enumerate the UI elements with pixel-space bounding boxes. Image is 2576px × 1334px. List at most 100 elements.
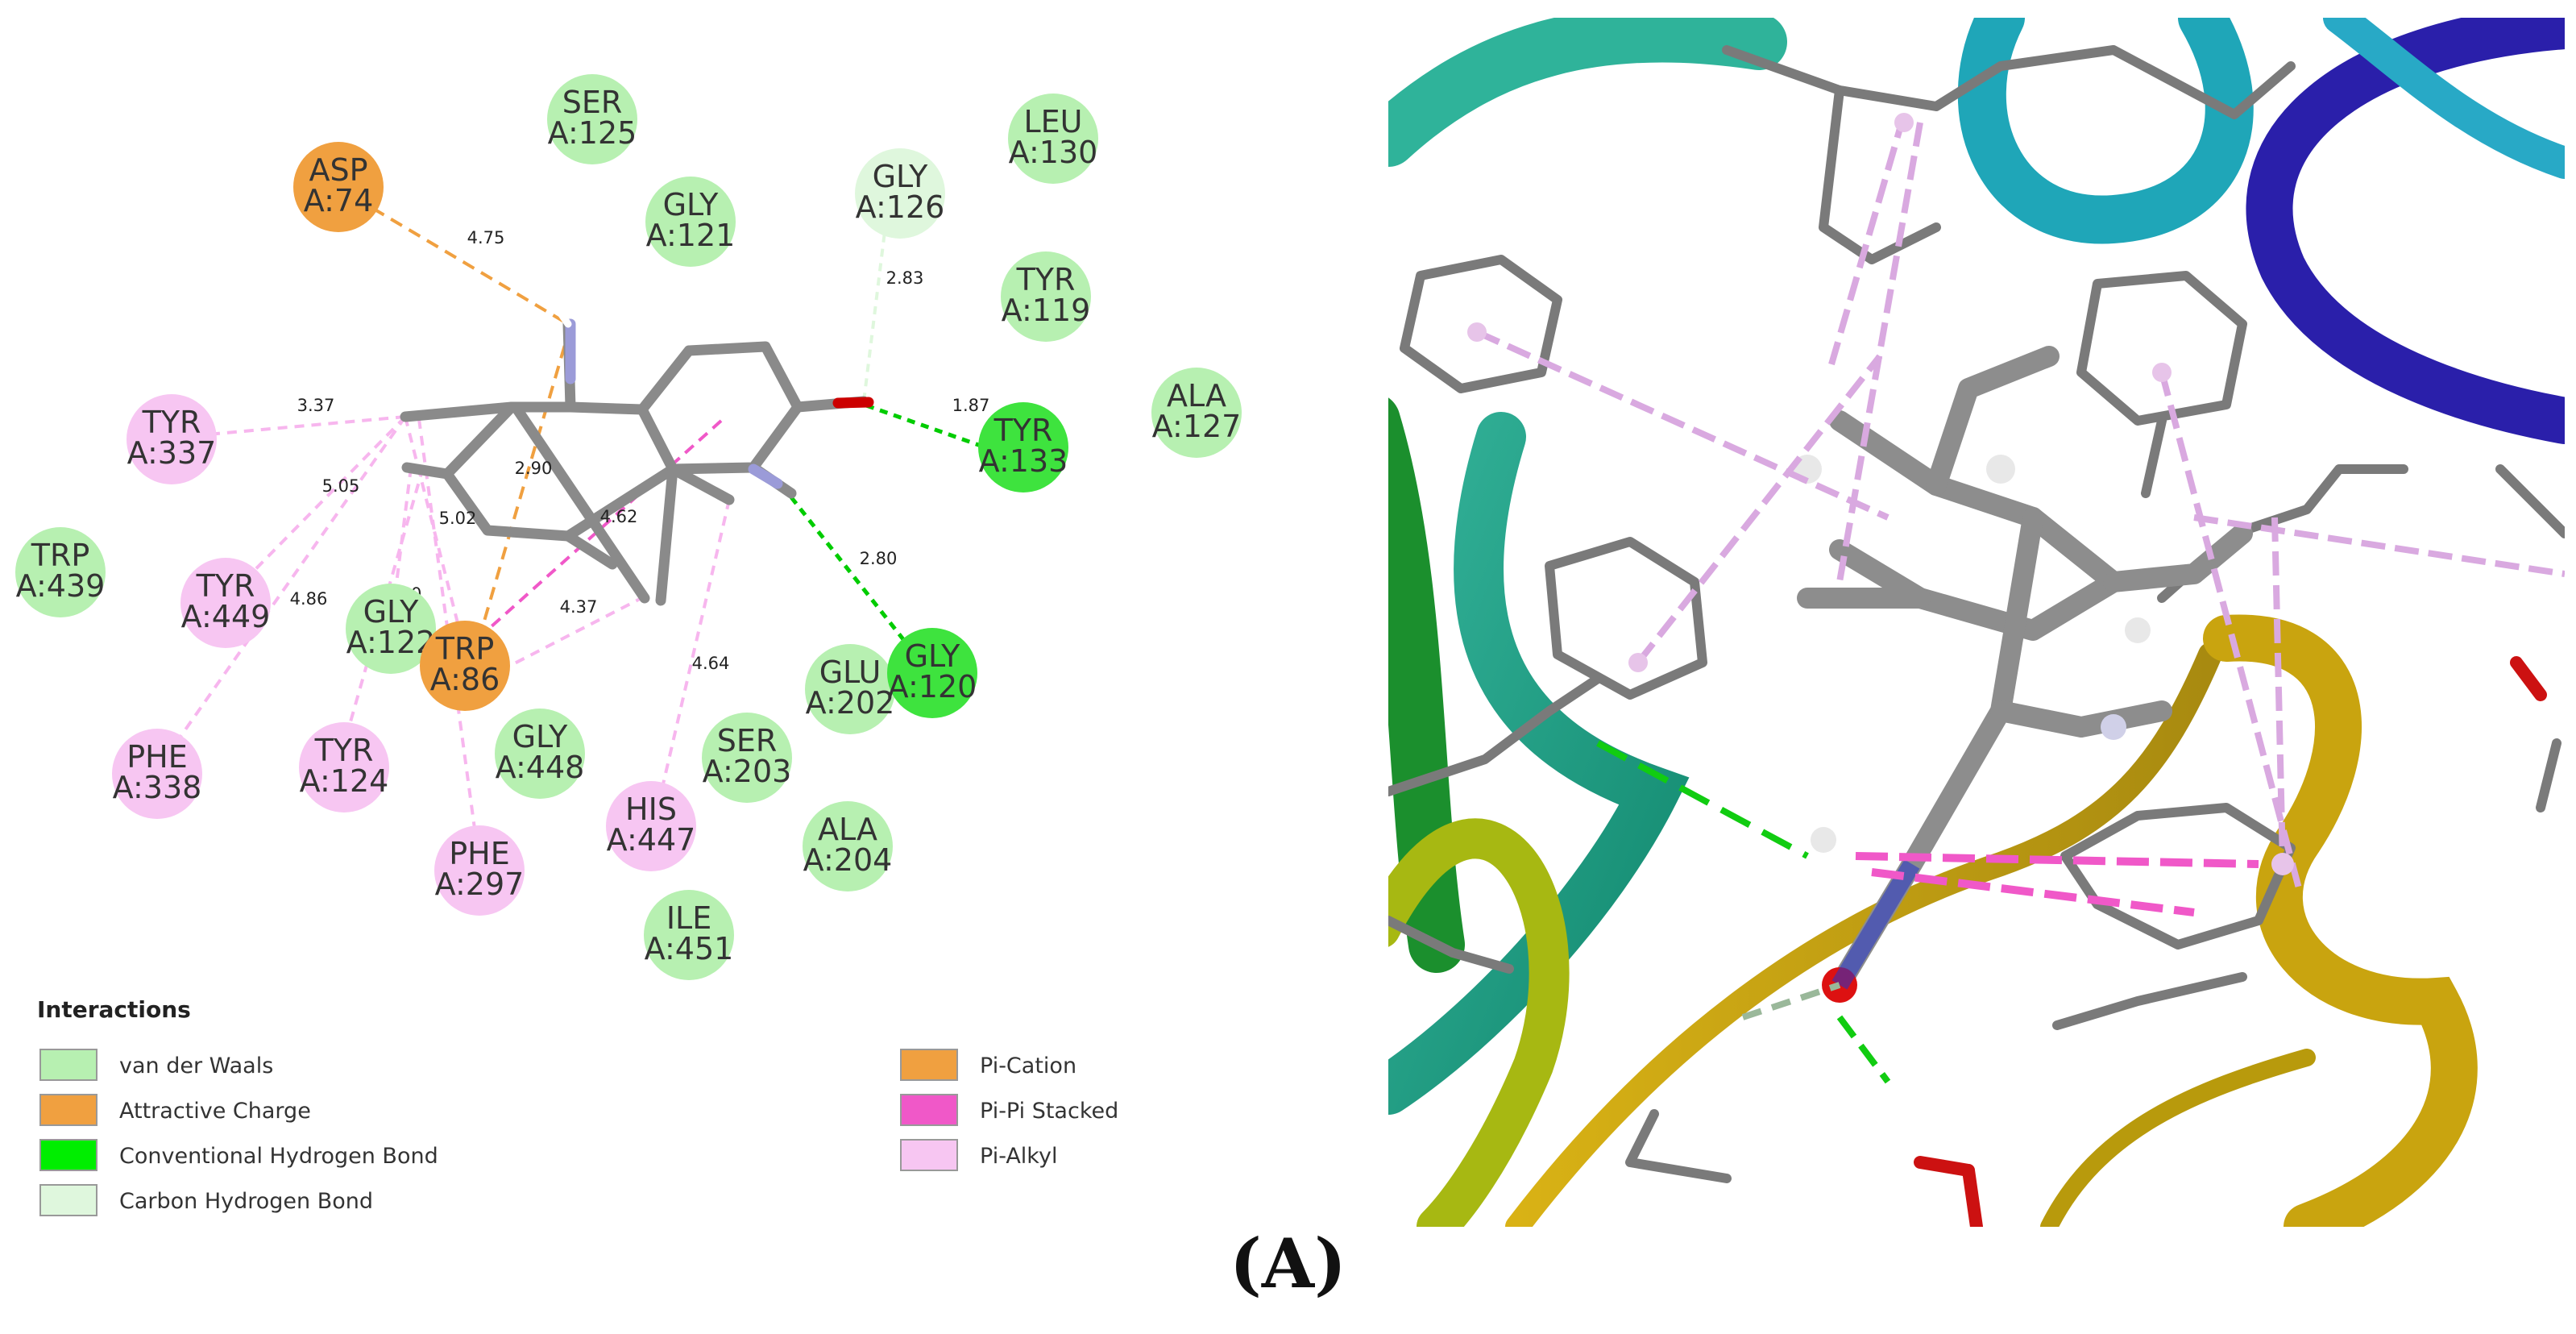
docking-3d-render (1388, 18, 2565, 1227)
residue-number: A:120 (888, 669, 977, 704)
legend-item: Pi-Pi Stacked (900, 1094, 1118, 1126)
distance-label: 5.05 (322, 476, 360, 496)
residue-number: A:202 (806, 685, 895, 721)
interaction-diagram-2d: 4.75 2.83 3.37 1.87 5.05 2.90 5.02 4.62 … (15, 74, 1242, 1216)
ribbon-teal-mid (1388, 412, 1690, 1115)
residue-name: GLU (819, 655, 881, 690)
residue-name: GLY (905, 638, 961, 674)
ribbon-yellow-bottom (1505, 642, 2222, 1227)
line-tyr449 (224, 415, 407, 601)
line-phe338 (156, 415, 407, 771)
distance-label: 4.75 (467, 228, 505, 247)
panel-label: (A) (1230, 1224, 1346, 1303)
protein-ribbons (1388, 18, 2565, 1227)
distance-label: 3.37 (297, 396, 335, 415)
residue-number: A:127 (1152, 409, 1242, 444)
ligand-sticks (1797, 346, 2253, 995)
legend-item: Carbon Hydrogen Bond (39, 1184, 373, 1216)
ribbon-yellow-thin (2040, 1049, 2316, 1227)
centroid-markers (1467, 113, 2294, 875)
residue-name: ALA (818, 812, 877, 847)
legend-item: Pi-Alkyl (900, 1139, 1057, 1171)
residue-name: TRP (435, 631, 495, 667)
legend-item: Conventional Hydrogen Bond (39, 1139, 438, 1171)
interactions-legend: Interactions van der Waals Attractive Ch… (37, 996, 1118, 1216)
residue-name: GLY (663, 187, 720, 222)
residue-name: SER (717, 723, 778, 758)
residue-name: ILE (666, 900, 711, 936)
residue-number: A:119 (1002, 293, 1091, 328)
residue-name: PHE (449, 836, 510, 871)
residue-number: A:124 (300, 763, 389, 799)
interaction-dashes-3d (1475, 113, 2565, 1084)
line-gly120 (790, 496, 928, 671)
residue-number: A:448 (496, 750, 585, 785)
ribbon-teal-top (1388, 18, 1787, 167)
residue-name: GLY (512, 719, 569, 754)
line-trp86-cation (468, 325, 572, 671)
residue-name: GLY (363, 594, 420, 630)
distance-label: 1.87 (952, 396, 990, 415)
distance-label: 2.80 (860, 549, 898, 568)
residue-number: A:133 (979, 443, 1068, 479)
residue-number: A:338 (113, 770, 202, 805)
distance-label: 2.90 (515, 459, 553, 478)
residue-number: A:121 (646, 218, 736, 253)
residue-name: TYR (196, 568, 255, 604)
distance-label: 5.02 (439, 509, 477, 528)
residue-number: A:203 (703, 754, 792, 789)
legend-title: Interactions (37, 996, 191, 1023)
legend-item: Pi-Cation (900, 1049, 1076, 1081)
legend-label: Conventional Hydrogen Bond (119, 1144, 438, 1169)
residue-number: A:297 (435, 866, 525, 902)
residue-name: TYR (1016, 262, 1076, 297)
residue-number: A:337 (127, 435, 217, 471)
hydroxyl-fragments (1914, 656, 2547, 1227)
residue-number: A:86 (430, 662, 500, 697)
residue-name: SER (562, 85, 623, 120)
distance-label: 4.62 (600, 507, 638, 526)
distance-label: 4.37 (560, 597, 598, 617)
legend-label: Pi-Pi Stacked (980, 1099, 1118, 1124)
residue-number: A:126 (856, 189, 945, 225)
residue-number: A:451 (645, 931, 734, 966)
ribbon-yellow-left (1388, 818, 1570, 1227)
legend-item: Attractive Charge (39, 1094, 311, 1126)
residue-name: PHE (127, 739, 188, 775)
residue-name: TYR (993, 413, 1053, 448)
residue-number: A:204 (803, 842, 893, 878)
ribbon-yellow-right (2203, 614, 2478, 1227)
residue-name: GLY (873, 159, 929, 194)
residue-number: A:74 (304, 183, 373, 218)
residue-number: A:447 (607, 822, 696, 858)
ligand-structure (400, 318, 869, 606)
residue-name: TYR (142, 405, 201, 440)
residue-sticks (1388, 45, 2565, 1183)
residue-number: A:125 (548, 115, 637, 151)
ribbon-cyan-right (2323, 18, 2565, 179)
distance-label: 2.83 (886, 268, 924, 288)
residue-name: ALA (1167, 378, 1226, 413)
